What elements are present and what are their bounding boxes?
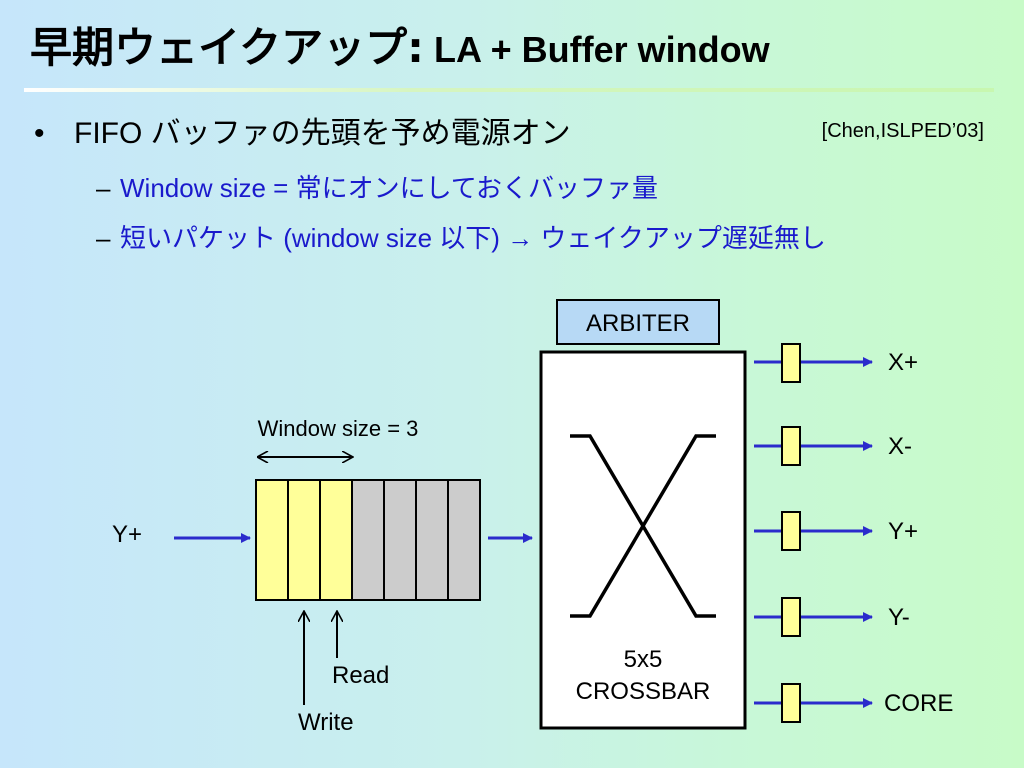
buffer-slot-off — [415, 479, 449, 601]
slide-title-japanese: 早期ウェイクアップ: — [30, 23, 424, 72]
output-label: Y- — [888, 604, 910, 631]
crossbar-box — [539, 350, 747, 730]
crossbar-size-label: 5x5 — [624, 646, 663, 673]
buffer-slot-off — [383, 479, 417, 601]
output-label: CORE — [884, 690, 953, 717]
write-label: Write — [298, 709, 354, 736]
main-bullet: • FIFO バッファの先頭を予め電源オン — [34, 108, 571, 152]
sub-bullet-dash: – — [96, 173, 111, 203]
buffer-slot-on — [319, 479, 353, 601]
output-label: Y+ — [888, 518, 918, 545]
window-size-label: Window size = 3 — [258, 416, 419, 441]
bullet-marker: • — [34, 117, 45, 150]
slide-title: 早期ウェイクアップ: LA + Buffer window — [30, 14, 1010, 82]
main-bullet-text: FIFO バッファの先頭を予め電源オン — [74, 117, 571, 150]
read-label: Read — [332, 662, 389, 689]
crossbar-label: CROSSBAR — [576, 678, 711, 705]
output-port-buffer — [781, 426, 801, 466]
title-divider — [24, 88, 994, 92]
output-port-buffer — [781, 597, 801, 637]
buffer-slot-off — [351, 479, 385, 601]
output-port-core: CORE — [754, 683, 953, 723]
citation: [Chen,ISLPED’03] — [821, 120, 984, 142]
output-port-buffer — [781, 511, 801, 551]
output-label: X+ — [888, 349, 918, 376]
output-port-buffer — [781, 683, 801, 723]
output-port-x-minus: X- — [754, 426, 912, 466]
output-port-y-plus: Y+ — [754, 511, 918, 551]
arbiter-label: ARBITER — [586, 310, 690, 337]
buffer-slot-off — [447, 479, 481, 601]
sub-bullet-2: –短いパケット (window size 以下) → ウェイクアップ遅延無し — [96, 218, 826, 255]
output-port-x-plus: X+ — [754, 343, 918, 383]
output-port-y-minus: Y- — [754, 597, 910, 637]
output-label: X- — [888, 433, 912, 460]
sub-bullet-dash: – — [96, 223, 111, 253]
sub-bullet-1: –Window size = 常にオンにしておくバッファ量 — [96, 168, 658, 205]
fifo-buffer — [255, 479, 481, 601]
crossbar-x-symbol — [570, 434, 716, 618]
slide-title-english: LA + Buffer window — [423, 29, 770, 70]
buffer-slot-on — [255, 479, 289, 601]
arbiter-box — [556, 299, 720, 345]
input-port-label: Y+ — [112, 521, 142, 548]
sub-bullet-text: 短いパケット (window size 以下) → ウェイクアップ遅延無し — [120, 223, 826, 253]
output-port-buffer — [781, 343, 801, 383]
sub-bullet-text: Window size = 常にオンにしておくバッファ量 — [120, 173, 659, 203]
buffer-slot-on — [287, 479, 321, 601]
